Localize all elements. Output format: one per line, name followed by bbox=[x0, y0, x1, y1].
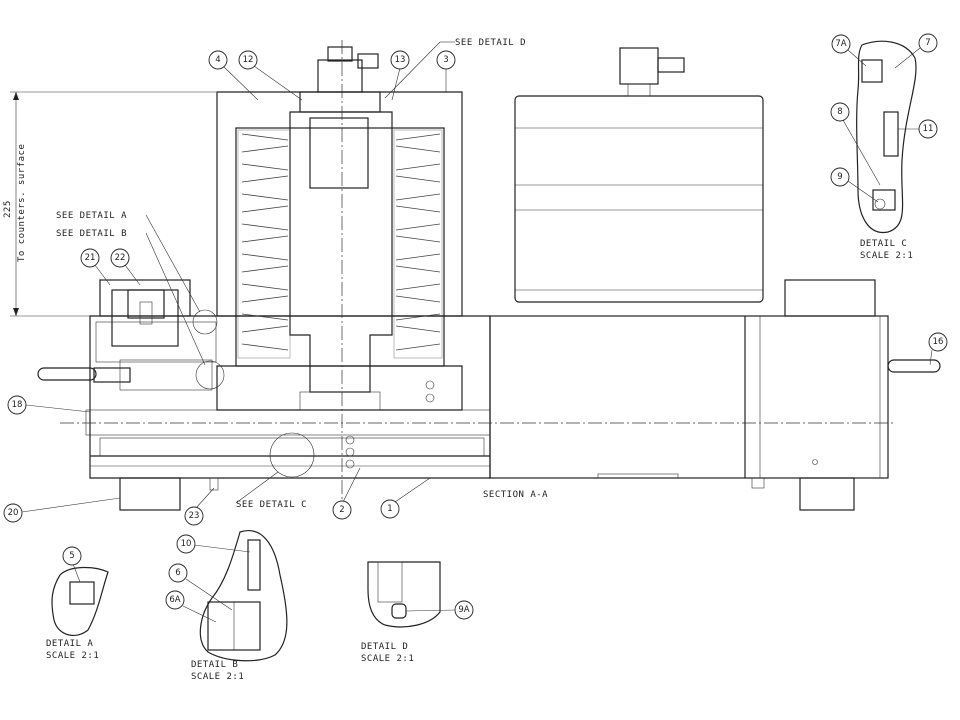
piston bbox=[289, 111, 393, 393]
dimension-note: To counters. surface bbox=[17, 144, 27, 262]
detail-b-title: DETAIL B bbox=[191, 660, 238, 670]
balloon-18: 18 bbox=[12, 400, 23, 410]
spring-housing bbox=[216, 91, 463, 317]
detail-c-scale: SCALE 2:1 bbox=[860, 251, 913, 261]
balloon-11: 11 bbox=[923, 124, 934, 134]
balloon-23: 23 bbox=[189, 511, 200, 521]
detail-b: 10 6 6A DETAIL B SCALE 2:1 bbox=[165, 530, 288, 682]
balloon-5: 5 bbox=[69, 551, 74, 561]
see-detail-a-label: SEE DETAIL A bbox=[56, 211, 127, 221]
detail-a: 5 DETAIL A SCALE 2:1 bbox=[46, 546, 109, 661]
disc-springs-right bbox=[393, 129, 443, 359]
section-label: SECTION A-A bbox=[483, 490, 548, 500]
section-view bbox=[37, 40, 941, 511]
detail-d-scale: SCALE 2:1 bbox=[361, 654, 414, 664]
right-body bbox=[489, 315, 889, 479]
balloon-10: 10 bbox=[181, 539, 192, 549]
height-dimension: 225 To counters. surface bbox=[3, 91, 216, 317]
balloon-2: 2 bbox=[339, 505, 344, 515]
balloon-7a: 7A bbox=[835, 39, 846, 49]
dimension-value: 225 bbox=[3, 200, 13, 218]
detail-a-scale: SCALE 2:1 bbox=[46, 651, 99, 661]
detail-a-title: DETAIL A bbox=[46, 639, 93, 649]
balloons-main: 4 12 13 3 21 22 18 16 20 23 2 1 bbox=[3, 50, 948, 526]
detail-d-title: DETAIL D bbox=[361, 642, 408, 652]
balloon-12: 12 bbox=[243, 55, 254, 65]
balloon-9: 9 bbox=[837, 172, 842, 182]
see-detail-c-label: SEE DETAIL C bbox=[236, 500, 307, 510]
balloon-22: 22 bbox=[115, 253, 126, 263]
see-detail-b-label: SEE DETAIL B bbox=[56, 229, 127, 239]
balloon-16: 16 bbox=[933, 337, 944, 347]
balloon-1: 1 bbox=[387, 504, 392, 514]
balloon-21: 21 bbox=[85, 253, 96, 263]
cylinder bbox=[514, 95, 764, 303]
balloon-4: 4 bbox=[215, 55, 220, 65]
balloon-20: 20 bbox=[8, 508, 19, 518]
detail-c: 7A 7 8 11 9 DETAIL C SCALE 2:1 bbox=[830, 33, 938, 261]
detail-c-title: DETAIL C bbox=[860, 239, 907, 249]
balloon-9a: 9A bbox=[458, 605, 469, 615]
balloon-6a: 6A bbox=[169, 595, 180, 605]
detail-b-scale: SCALE 2:1 bbox=[191, 672, 244, 682]
detail-d: 9A DETAIL D SCALE 2:1 bbox=[361, 561, 474, 664]
balloon-8: 8 bbox=[837, 107, 842, 117]
disc-springs-left bbox=[237, 129, 291, 359]
balloon-7: 7 bbox=[925, 38, 930, 48]
balloon-3: 3 bbox=[443, 55, 448, 65]
balloon-6: 6 bbox=[175, 568, 180, 578]
balloon-13: 13 bbox=[395, 55, 406, 65]
see-detail-d-label: SEE DETAIL D bbox=[455, 38, 526, 48]
